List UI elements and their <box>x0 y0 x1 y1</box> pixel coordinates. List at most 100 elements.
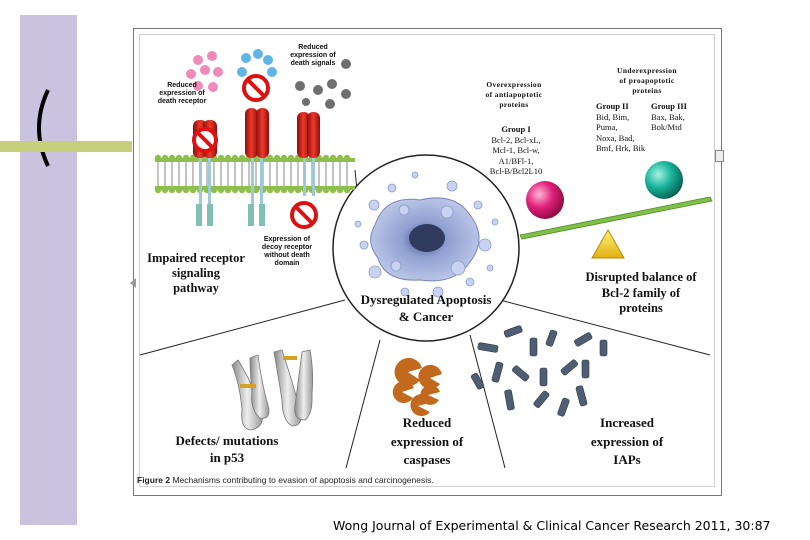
decoy-receptor-label: Expression of decoy receptor without dea… <box>254 236 320 268</box>
lipid-head <box>217 154 225 162</box>
lipid-head <box>280 154 288 162</box>
label-line: Bcl-B/Bcl2L10 <box>489 166 543 176</box>
label-line: Reduced <box>167 82 197 89</box>
label-line: Noxa, Bad, <box>596 132 635 143</box>
citation: Wong Journal of Experimental & Clinical … <box>333 518 771 533</box>
scroll-handle-icon <box>715 150 724 162</box>
lipid-head <box>189 154 197 162</box>
lipid-head <box>287 154 295 162</box>
lipid-head <box>273 186 281 194</box>
cell-membrane <box>154 154 355 194</box>
label-line: expression of <box>159 90 205 97</box>
lipid-head <box>182 186 190 194</box>
group3-block: Group III Bax, Bak, Bok/Mtd <box>651 101 695 133</box>
label-line: Bok/Mtd <box>651 122 682 132</box>
group2-block: Group II Bid, Bim, Puma, Noxa, Bad, Bmf,… <box>596 101 652 154</box>
label-line: Impaired receptor <box>147 251 245 265</box>
lipid-head <box>322 186 330 194</box>
label-line: proteins <box>499 100 529 109</box>
prohibition-icon <box>192 74 318 229</box>
label-line: of proapoptotic <box>619 76 675 85</box>
lipid-head <box>343 154 351 162</box>
label-line: decoy receptor <box>261 244 313 251</box>
figure-inner-border <box>139 34 715 487</box>
group2-title: Group II <box>596 101 629 111</box>
label-line: signaling <box>172 266 220 280</box>
label-line: without death <box>264 252 310 259</box>
lipid-head <box>336 154 344 162</box>
label-line: Bid, Bim, <box>596 111 630 122</box>
decorative-rail <box>0 141 132 152</box>
lipid-head <box>217 186 225 194</box>
label-line: Bmf, Hrk, Bik <box>596 143 646 153</box>
lipid-head <box>175 186 183 194</box>
lipid-head <box>245 186 253 194</box>
lipid-head <box>231 186 239 194</box>
overexpression-title: Overexpression of antiapoptotic proteins <box>472 80 556 110</box>
bcl2-balance-scale <box>519 161 713 259</box>
lipid-head <box>252 186 260 194</box>
figure-caption: Figure 2 Mechanisms contributing to evas… <box>137 475 434 485</box>
lipid-head <box>175 154 183 162</box>
lipid-head <box>231 154 239 162</box>
division-lines <box>139 169 711 469</box>
lipid-head <box>224 186 232 194</box>
lipid-head <box>238 154 246 162</box>
caption-label: Figure 2 <box>137 475 171 485</box>
center-title: Dysregulated Apoptosis <box>360 292 492 307</box>
lipid-head <box>343 186 351 194</box>
lipid-head <box>329 186 337 194</box>
left-arrow-icon <box>130 278 136 288</box>
label-line: Bax, Bak, <box>651 111 685 122</box>
proapoptotic-sphere <box>645 161 683 199</box>
lipid-head <box>161 154 169 162</box>
impaired-receptor-label: Impaired receptor signaling pathway <box>136 251 256 296</box>
lipid-head <box>182 154 190 162</box>
lipid-head <box>287 186 295 194</box>
label-line: domain <box>274 260 300 267</box>
lipid-head <box>315 186 323 194</box>
p53-label: Defects/ mutations in p53 <box>152 433 302 466</box>
lipid-head <box>322 154 330 162</box>
lipid-head <box>224 154 232 162</box>
lipid-head <box>294 186 302 194</box>
group1-block: Group I Bcl-2, Bcl-xL, Mcl-1, Bcl-w, A1/… <box>480 124 552 177</box>
label-line: in p53 <box>209 449 245 465</box>
lipid-head <box>266 186 274 194</box>
lipid-head <box>336 186 344 194</box>
center-subtitle: & Cancer <box>398 309 454 324</box>
label-line: expression of <box>390 433 464 449</box>
decorative-pillar <box>20 15 77 525</box>
label-line: expression of <box>290 52 336 59</box>
bcl2-balance-label: Disrupted balance of Bcl-2 family of pro… <box>572 270 710 317</box>
label-line: Disrupted balance of <box>585 270 697 284</box>
lipid-head <box>266 154 274 162</box>
label-line: A1/BFl-1, <box>498 155 534 166</box>
lipid-head <box>168 154 176 162</box>
label-line: Reduced <box>402 415 452 430</box>
label-line: expression of <box>590 433 664 449</box>
lipid-head <box>238 186 246 194</box>
label-line: death receptor <box>157 98 207 105</box>
label-line: pathway <box>173 281 219 295</box>
lipid-head <box>280 186 288 194</box>
label-line: caspases <box>403 452 451 467</box>
lipid-head <box>154 154 162 162</box>
label-line: Defects/ mutations <box>175 433 279 448</box>
pink-ligand-cluster <box>186 51 223 92</box>
lipid-head <box>273 154 281 162</box>
lipid-head <box>329 154 337 162</box>
lipid-head <box>168 186 176 194</box>
label-line: IAPs <box>613 452 641 467</box>
blue-ligand-cluster <box>237 49 277 77</box>
label-line: Bcl-2 family of <box>601 285 681 300</box>
lipid-head <box>189 186 197 194</box>
label-line: Underexpression <box>617 66 677 75</box>
antiapoptotic-sphere <box>526 181 564 219</box>
lipid-head <box>210 186 218 194</box>
caspase-illustration <box>392 357 442 417</box>
grey-ligand-cluster <box>295 59 351 109</box>
lipid-head <box>161 186 169 194</box>
reduced-death-receptor-label: Reduced expression of death receptor <box>146 82 218 106</box>
